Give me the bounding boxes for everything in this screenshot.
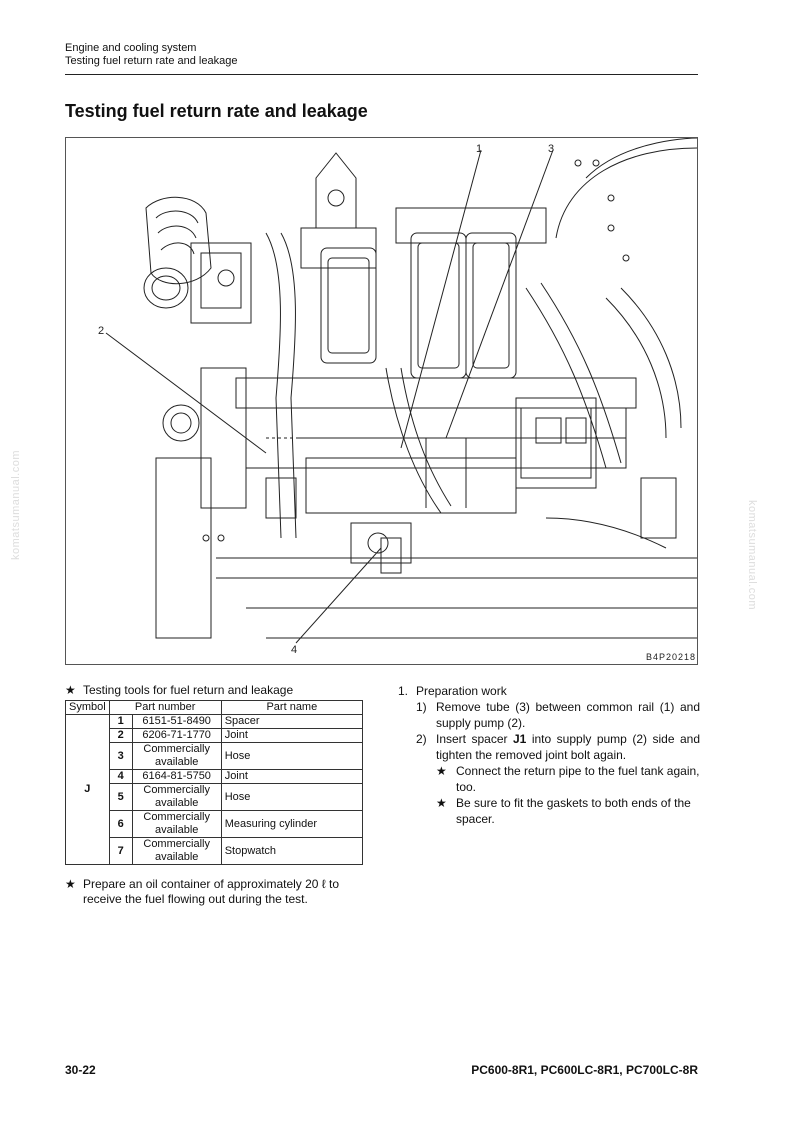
table-row: 4 6164-81-5750 Joint	[66, 769, 364, 784]
table-row: 5 Commercially available Hose	[66, 783, 364, 811]
callout-1: 1	[476, 143, 482, 155]
star-icon: ★	[65, 683, 76, 697]
row-part-name: Joint	[220, 728, 364, 743]
star-icon: ★	[436, 796, 447, 810]
row-part-number: Commercially available	[131, 742, 222, 770]
callout-4: 4	[291, 644, 297, 656]
row-no: 3	[108, 742, 133, 770]
note-text: Be sure to fit the gaskets to both ends …	[456, 796, 691, 826]
row-no: 6	[108, 810, 133, 838]
callout-2: 2	[98, 325, 104, 337]
callout-3: 3	[548, 143, 554, 155]
col-part-name: Part name	[220, 700, 364, 715]
col-symbol: Symbol	[65, 700, 110, 715]
header-topic: Testing fuel return rate and leakage	[65, 55, 238, 67]
substep-text-end: into supply pump (2) side and tighten th…	[436, 732, 700, 762]
step-number: 1.	[398, 684, 409, 698]
substep-number: 2)	[416, 732, 427, 746]
row-part-name: Hose	[220, 742, 364, 770]
watermark-right: komatsumanual.com	[746, 500, 758, 610]
page-number: 30-22	[65, 1063, 96, 1077]
row-no: 5	[108, 783, 133, 811]
table-row: 3 Commercially available Hose	[66, 742, 364, 770]
table-header-row: Symbol Part number Part name	[65, 700, 364, 715]
step-title: Preparation work	[416, 684, 507, 698]
note-return-pipe: ★ Connect the return pipe to the fuel ta…	[436, 763, 700, 795]
row-part-name: Spacer	[220, 714, 364, 729]
container-note-text: Prepare an oil container of approximatel…	[83, 877, 340, 906]
row-no: 2	[108, 728, 133, 743]
row-no: 1	[108, 714, 133, 729]
tool-symbol: J1	[513, 732, 527, 746]
star-icon: ★	[436, 764, 447, 778]
substep-text: Remove tube (3) between common rail (1) …	[436, 700, 700, 730]
row-part-number: 6151-51-8490	[131, 714, 222, 729]
row-part-name: Joint	[220, 769, 364, 784]
row-no: 4	[108, 769, 133, 784]
page-title: Testing fuel return rate and leakage	[65, 101, 368, 121]
symbol-cell: J	[65, 714, 110, 865]
engine-drawing: 1 3 2 4 B4P20218	[98, 138, 697, 662]
substep-1: 1) Remove tube (3) between common rail (…	[416, 699, 700, 731]
row-part-number: Commercially available	[131, 810, 222, 838]
model-list: PC600-8R1, PC600LC-8R1, PC700LC-8R	[471, 1063, 698, 1077]
engine-illustration: 1 3 2 4 B4P20218	[65, 137, 698, 665]
running-header: Engine and cooling system Testing fuel r…	[65, 42, 698, 68]
container-note: ★ Prepare an oil container of approximat…	[65, 877, 365, 907]
tools-heading-line: ★ Testing tools for fuel return and leak…	[65, 683, 365, 698]
row-part-name: Hose	[220, 783, 364, 811]
note-text: Connect the return pipe to the fuel tank…	[456, 764, 700, 794]
row-no: 7	[108, 837, 133, 865]
tools-table: Symbol Part number Part name J 1 6151-51…	[65, 700, 364, 865]
row-part-number: Commercially available	[131, 783, 222, 811]
header-rule	[65, 74, 698, 75]
substep-text-start: Insert spacer	[436, 732, 513, 746]
table-row: 7 Commercially available Stopwatch	[66, 837, 364, 865]
table-row: J 1 6151-51-8490 Spacer	[65, 714, 364, 865]
row-part-number: 6164-81-5750	[131, 769, 222, 784]
row-part-name: Stopwatch	[220, 837, 364, 865]
substep-2: 2) Insert spacer J1 into supply pump (2)…	[416, 731, 700, 763]
substep-number: 1)	[416, 700, 427, 714]
tools-section: ★ Testing tools for fuel return and leak…	[65, 683, 365, 907]
header-section: Engine and cooling system	[65, 42, 197, 54]
col-part-number: Part number	[108, 700, 222, 715]
note-gaskets: ★ Be sure to fit the gaskets to both end…	[436, 795, 700, 827]
star-icon: ★	[65, 877, 76, 891]
table-row: 6 Commercially available Measuring cylin…	[66, 810, 364, 838]
row-part-number: Commercially available	[131, 837, 222, 865]
figure-code: B4P20218	[646, 652, 696, 662]
table-row: 2 6206-71-1770 Joint	[66, 728, 364, 743]
procedure-section: 1. Preparation work 1) Remove tube (3) b…	[398, 683, 700, 827]
substep-text: Insert spacer J1 into supply pump (2) si…	[436, 731, 700, 763]
step-1: 1. Preparation work	[398, 683, 700, 699]
row-part-number: 6206-71-1770	[131, 728, 222, 743]
tools-heading: Testing tools for fuel return and leakag…	[83, 683, 294, 697]
row-part-name: Measuring cylinder	[220, 810, 364, 838]
watermark-left: komatsumanual.com	[10, 450, 22, 560]
